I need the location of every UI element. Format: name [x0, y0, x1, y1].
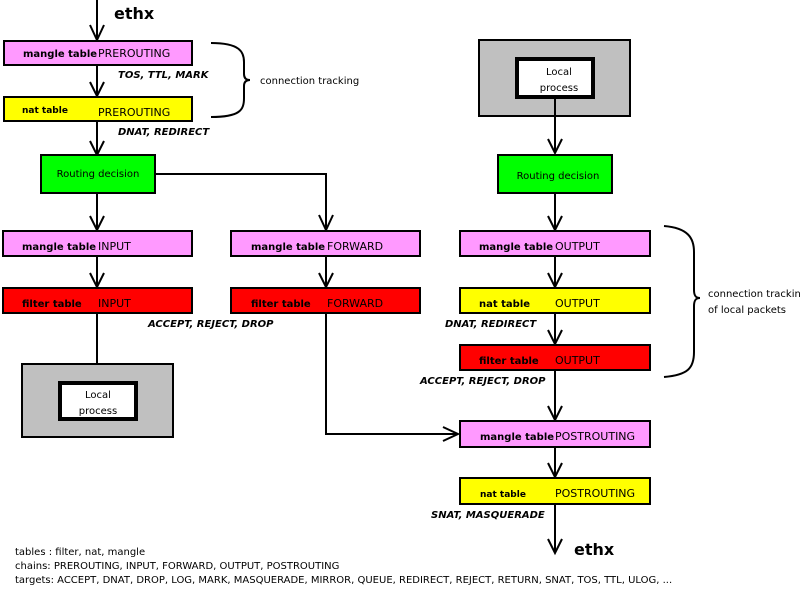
filter-output-targets: ACCEPT, REJECT, DROP — [419, 376, 546, 387]
mangle-postrouting-box — [459, 420, 651, 448]
legend-tables: tables : filter, nat, mangle — [15, 547, 146, 558]
arrowhead — [547, 138, 563, 156]
mangle-prerouting-targets: TOS, TTL, MARK — [118, 70, 210, 81]
filter-input-forward-targets: ACCEPT, REJECT, DROP — [147, 319, 274, 330]
conntrack-note: connection tracking — [260, 76, 359, 87]
mangle-input-table: mangle table — [22, 242, 96, 253]
nat-prerouting-chain: PREROUTING — [98, 106, 170, 119]
local-process-out-line1: Local — [546, 67, 572, 78]
local-process-out-line2: process — [540, 83, 578, 94]
legend-targets: targets: ACCEPT, DNAT, DROP, LOG, MARK, … — [15, 575, 673, 586]
forward-to-postrouting-line — [325, 314, 458, 435]
forward-branch-line — [155, 173, 327, 230]
nat-postrouting-chain: POSTROUTING — [555, 487, 635, 500]
mangle-input-box — [2, 230, 193, 257]
mangle-output-chain: OUTPUT — [555, 240, 600, 253]
ethx-in-label: ethx — [114, 4, 155, 23]
nat-postrouting-box — [459, 477, 651, 505]
filter-input-table: filter table — [22, 299, 82, 310]
mangle-prerouting-box — [3, 40, 193, 66]
nat-prerouting-table: nat table — [22, 106, 68, 116]
conntrack-local-note-line1: connection tracking — [708, 289, 800, 300]
arrowhead — [547, 538, 563, 556]
filter-forward-table: filter table — [251, 299, 311, 310]
filter-forward-box — [230, 287, 421, 314]
legend: tables : filter, nat, mangle chains: PRE… — [15, 546, 672, 588]
conntrack-local-brace — [663, 225, 701, 378]
filter-output-table: filter table — [479, 356, 539, 367]
routing-decision-right-box — [497, 154, 613, 194]
routing-decision-right-label: Routing decision — [517, 171, 600, 182]
ethx-out-label: ethx — [574, 540, 615, 559]
nat-postrouting-targets: SNAT, MASQUERADE — [431, 510, 545, 521]
legend-chains: chains: PREROUTING, INPUT, FORWARD, OUTP… — [15, 561, 340, 572]
mangle-postrouting-table: mangle table — [480, 432, 554, 443]
filter-input-chain: INPUT — [98, 297, 131, 310]
mangle-forward-box — [230, 230, 421, 257]
nat-postrouting-table: nat table — [480, 490, 526, 500]
nat-output-targets: DNAT, REDIRECT — [445, 319, 537, 330]
nat-prerouting-targets: DNAT, REDIRECT — [118, 127, 210, 138]
filter-output-chain: OUTPUT — [555, 354, 600, 367]
nat-output-table: nat table — [479, 299, 530, 310]
mangle-output-box — [459, 230, 651, 257]
arrowhead — [442, 426, 461, 442]
mangle-output-table: mangle table — [479, 242, 553, 253]
local-process-in-line2: process — [79, 406, 117, 417]
local-process-out-box — [515, 57, 595, 99]
nat-output-chain: OUTPUT — [555, 297, 600, 310]
nat-prerouting-box — [3, 96, 193, 122]
conntrack-local-note-line2: of local packets — [708, 305, 786, 316]
mangle-prerouting-chain: PREROUTING — [98, 47, 170, 60]
local-process-in-line1: Local — [85, 390, 111, 401]
mangle-postrouting-chain: POSTROUTING — [555, 430, 635, 443]
mangle-prerouting-table: mangle table — [23, 49, 97, 60]
nat-output-box — [459, 287, 651, 314]
filter-output-box — [459, 344, 651, 371]
mangle-input-chain: INPUT — [98, 240, 131, 253]
conntrack-brace — [210, 42, 251, 118]
filter-forward-chain: FORWARD — [327, 297, 383, 310]
filter-input-box — [2, 287, 193, 314]
mangle-forward-table: mangle table — [251, 242, 325, 253]
local-process-in-box — [58, 381, 138, 421]
routing-decision-left-label: Routing decision — [57, 169, 140, 180]
mangle-forward-chain: FORWARD — [327, 240, 383, 253]
